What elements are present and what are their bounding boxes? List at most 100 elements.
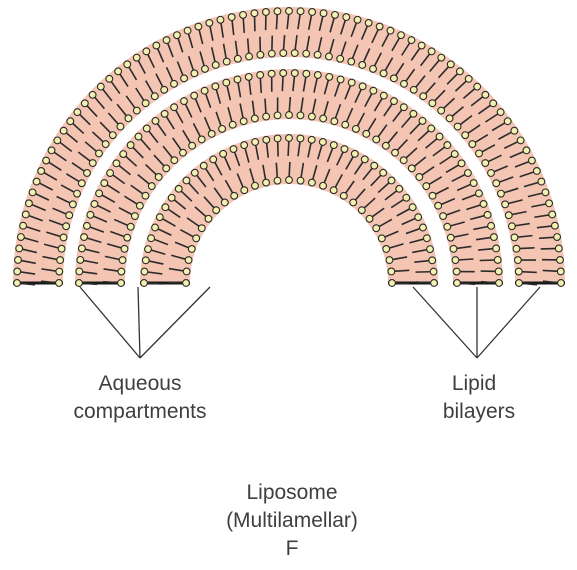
lipid-head [493, 245, 500, 252]
lipid-head [363, 130, 370, 137]
lipid-head [171, 104, 178, 111]
lipid-head [240, 12, 247, 19]
lipid-head [142, 100, 149, 107]
lipid-head [54, 137, 61, 144]
lipid-head [444, 142, 451, 149]
lipid-head [431, 280, 438, 287]
lipid-head [274, 8, 281, 15]
lipid-head [263, 136, 270, 143]
lipid-head [135, 133, 142, 140]
lipid-head [20, 222, 27, 229]
lipid-head [359, 62, 366, 69]
lipid-head [549, 211, 556, 218]
lipid-head [141, 268, 148, 275]
lipid-head [97, 83, 104, 90]
lipid-head [38, 168, 45, 175]
lipid-head [309, 9, 316, 16]
lipid-head [118, 268, 125, 275]
lipid-head [297, 8, 304, 15]
lipid-head [454, 280, 461, 287]
lipid-head [419, 118, 426, 125]
lipid-head [89, 91, 96, 98]
lipid-head [234, 76, 241, 83]
lipid-head [245, 74, 252, 81]
lipid-head [558, 280, 565, 287]
lipid-head [206, 20, 213, 27]
lipid-head [29, 189, 36, 196]
lipid-head [343, 14, 350, 21]
lipid-head [388, 268, 395, 275]
lipid-head [96, 150, 103, 157]
lipid-head [142, 192, 149, 199]
lipid-head [84, 170, 91, 177]
lipid-head [495, 268, 502, 275]
lipid-head [136, 202, 143, 209]
diagram-title-line2: (Multilamellar) [226, 509, 358, 532]
lipid-head [286, 112, 293, 119]
lipid-head [326, 53, 333, 60]
lipid-head [528, 157, 535, 164]
lipid-head [320, 10, 327, 17]
diagram-title-line1: Liposome [246, 481, 337, 504]
lipid-head [408, 165, 415, 172]
lipid-head [429, 100, 436, 107]
lipid-head [342, 121, 349, 128]
lipid-head [354, 16, 361, 23]
lipid-head [388, 177, 395, 184]
lipid-head [127, 142, 134, 149]
lipid-head [257, 72, 264, 79]
lipid-head [66, 212, 73, 219]
lipid-head [552, 222, 559, 229]
lipid-head [120, 151, 127, 158]
lipid-label-line2: bilayers [443, 400, 515, 423]
lipid-head [444, 223, 451, 230]
lipid-head [263, 113, 270, 120]
lipid-head [183, 280, 190, 287]
lipid-head [370, 87, 377, 94]
lipid-head [121, 245, 128, 252]
lipid-head [438, 107, 445, 114]
lipid-head [380, 169, 387, 176]
lipid-head [409, 204, 416, 211]
lipid-head [230, 146, 237, 153]
lipid-head [452, 257, 459, 264]
lipid-head [212, 83, 219, 90]
lipid-head [515, 268, 522, 275]
lipid-leader-line [413, 287, 477, 358]
lipid-head [511, 234, 518, 241]
lipid-head [446, 115, 453, 122]
lipid-head [171, 80, 178, 87]
lipid-head [210, 156, 217, 163]
lipid-head [56, 268, 63, 275]
lipid-head [476, 150, 483, 157]
lipid-head [33, 178, 40, 185]
lipid-head [438, 54, 445, 61]
lipid-head [212, 62, 219, 69]
lipid-head [440, 213, 447, 220]
lipid-head [337, 55, 344, 62]
lipid-head [427, 246, 434, 253]
lipid-head [450, 245, 457, 252]
lipid-head [76, 280, 83, 287]
lipid-head [171, 157, 178, 164]
lipid-head [480, 201, 487, 208]
lipid-head [118, 280, 125, 287]
lipid-head [274, 177, 281, 184]
lipid-head [143, 125, 150, 132]
lipid-head [297, 112, 304, 119]
lipid-head [241, 142, 248, 149]
lipid-head [505, 212, 512, 219]
lipid-head [365, 20, 372, 27]
lipid-head [436, 133, 443, 140]
lipid-head [148, 235, 155, 242]
lipid-label-line1: Lipid [452, 372, 496, 395]
lipid-head [252, 182, 259, 189]
lipid-head [370, 66, 377, 73]
lipid-head [183, 268, 190, 275]
lipid-head [268, 50, 275, 57]
lipid-head [155, 174, 162, 181]
lipid-head [387, 27, 394, 34]
lipid-head [470, 180, 477, 187]
lipid-head [213, 207, 220, 214]
lipid-head [331, 118, 338, 125]
